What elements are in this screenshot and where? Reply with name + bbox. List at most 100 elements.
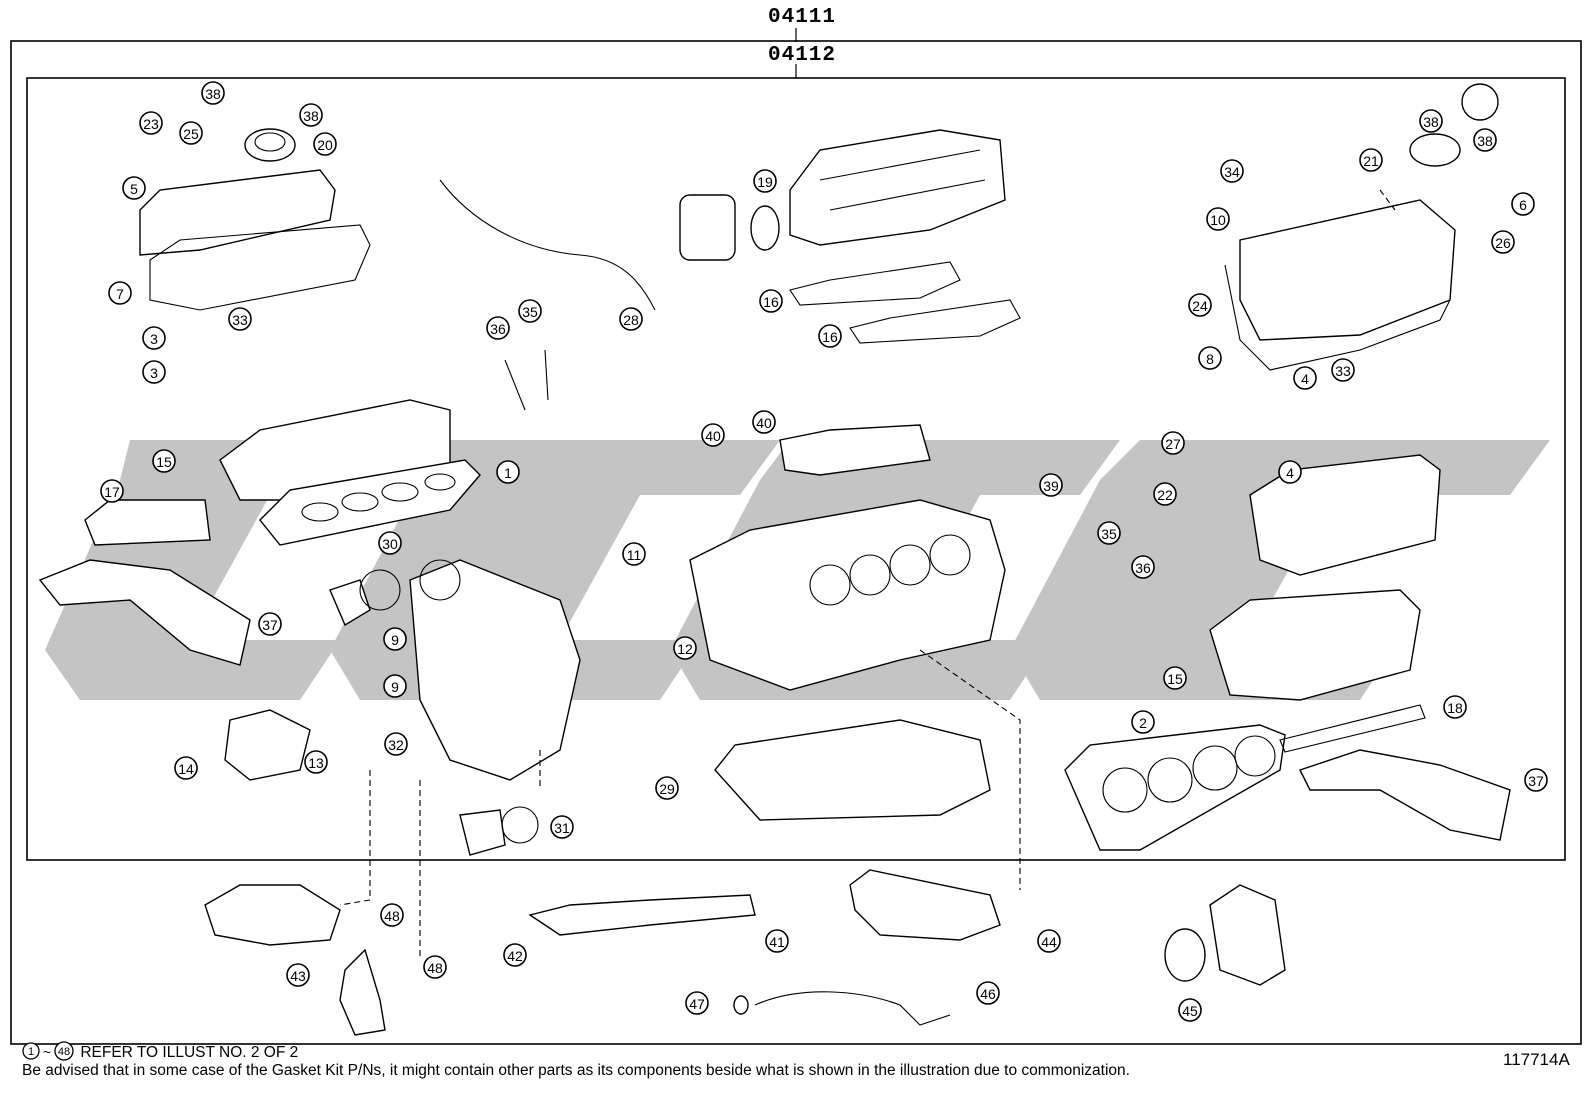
callout-c23: 23: [139, 111, 163, 135]
callout-c31: 31: [550, 815, 574, 839]
callout-c38a: 38: [201, 81, 225, 105]
callout-c8: 8: [1198, 346, 1222, 370]
callout-c27: 27: [1161, 431, 1185, 455]
callout-label: 36: [490, 321, 506, 337]
callout-c20: 20: [313, 132, 337, 156]
callout-c1: 1: [496, 460, 520, 484]
callout-label: 19: [757, 174, 773, 190]
callout-label: 14: [178, 761, 194, 777]
callout-label: 35: [1101, 526, 1117, 542]
callout-c24: 24: [1188, 293, 1212, 317]
gasket-kit-note: Be advised that in some case of the Gask…: [22, 1062, 1130, 1079]
callout-label: 2: [1139, 715, 1147, 731]
callout-label: 38: [1477, 133, 1493, 149]
callout-label: 33: [232, 312, 248, 328]
callout-c41: 41: [765, 929, 789, 953]
callout-label: 37: [1528, 773, 1544, 789]
inner-kit-code: 04112: [768, 44, 837, 67]
callout-label: 36: [1135, 560, 1151, 576]
callout-label: 35: [522, 304, 538, 320]
callout-c30: 30: [378, 531, 402, 555]
callout-label: 5: [130, 181, 138, 197]
callout-label: 27: [1165, 436, 1181, 452]
callout-c26: 26: [1491, 230, 1515, 254]
callout-label: 39: [1043, 478, 1059, 494]
callout-c38d: 38: [1473, 128, 1497, 152]
callout-label: 48: [384, 908, 400, 924]
callout-c17: 17: [100, 479, 124, 503]
callout-label: 6: [1519, 197, 1527, 213]
callout-label: 15: [156, 454, 172, 470]
callout-label: 8: [1206, 351, 1214, 367]
callout-label: 4: [1286, 465, 1294, 481]
callout-c11: 11: [622, 542, 646, 566]
callout-c45: 45: [1178, 998, 1202, 1022]
callout-c13: 13: [304, 750, 328, 774]
callout-c15b: 15: [1163, 666, 1187, 690]
callout-c37b: 37: [1524, 768, 1548, 792]
callout-label: 11: [627, 547, 642, 563]
callout-label: 4: [1301, 371, 1309, 387]
callout-c29: 29: [655, 776, 679, 800]
callout-c35a: 35: [518, 299, 542, 323]
callout-label: 7: [116, 286, 124, 302]
outer-kit-code: 04111: [768, 6, 837, 29]
callout-c44: 44: [1037, 929, 1061, 953]
callout-c9b: 9: [383, 674, 407, 698]
callout-c42: 42: [503, 943, 527, 967]
callout-c32: 32: [384, 732, 408, 756]
refer-note: 1 ~ 48 REFER TO ILLUST NO. 2 OF 2: [22, 1041, 298, 1062]
callout-c12: 12: [673, 636, 697, 660]
callout-c9a: 9: [383, 627, 407, 651]
range-start-label: 1: [28, 1046, 34, 1058]
callout-label: 41: [769, 934, 785, 950]
callout-label: 16: [822, 329, 838, 345]
callout-c35b: 35: [1097, 521, 1121, 545]
range-separator: ~: [43, 1044, 51, 1060]
callout-label: 22: [1157, 487, 1173, 503]
callout-c37a: 37: [258, 612, 282, 636]
callout-c34: 34: [1220, 159, 1244, 183]
callout-c39: 39: [1039, 473, 1063, 497]
callout-label: 3: [150, 331, 158, 347]
part-drawings: [38, 83, 1511, 1036]
callout-c14: 14: [174, 756, 198, 780]
callout-label: 24: [1192, 298, 1208, 314]
callout-c3b: 3: [142, 360, 166, 384]
callout-label: 29: [659, 781, 675, 797]
callout-label: 38: [1423, 114, 1439, 130]
callout-c16b: 16: [818, 324, 842, 348]
outer-frame: [10, 28, 1582, 1045]
callout-label: 9: [391, 632, 399, 648]
callout-label: 1: [504, 465, 512, 481]
range-end-label: 48: [58, 1046, 70, 1058]
callout-c40a: 40: [701, 423, 725, 447]
callout-c18: 18: [1443, 695, 1467, 719]
callout-label: 47: [689, 996, 705, 1012]
callout-label: 30: [382, 536, 398, 552]
callout-label: 42: [507, 948, 523, 964]
callout-label: 9: [391, 679, 399, 695]
range-callout-icons: 1 ~ 48: [22, 1041, 74, 1061]
callout-c22: 22: [1153, 482, 1177, 506]
callout-label: 13: [308, 755, 324, 771]
callout-label: 32: [388, 737, 404, 753]
callout-c28: 28: [619, 307, 643, 331]
callout-label: 25: [183, 126, 199, 142]
callout-c5: 5: [122, 176, 146, 200]
callout-c36b: 36: [1131, 555, 1155, 579]
callout-c36a: 36: [486, 316, 510, 340]
callout-label: 3: [150, 365, 158, 381]
callout-label: 17: [104, 484, 120, 500]
callout-label: 38: [205, 86, 221, 102]
callout-label: 44: [1041, 934, 1057, 950]
callout-c19: 19: [753, 169, 777, 193]
callout-label: 28: [623, 312, 639, 328]
callout-label: 18: [1447, 700, 1463, 716]
callout-c2: 2: [1131, 710, 1155, 734]
illustration-id: 117714A: [1503, 1050, 1570, 1069]
callout-c7: 7: [108, 281, 132, 305]
callout-label: 46: [980, 986, 996, 1002]
